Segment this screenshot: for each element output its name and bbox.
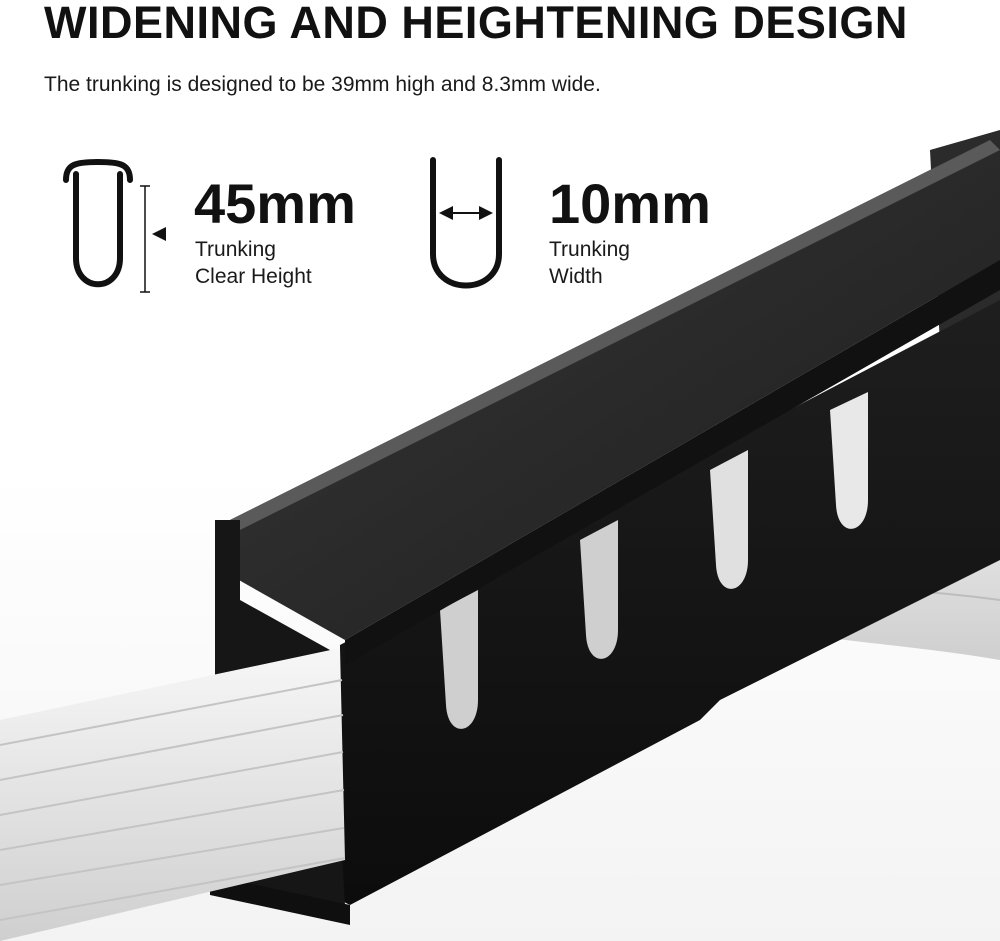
subtitle: The trunking is designed to be 39mm high…: [44, 73, 601, 96]
height-label: Trunking Clear Height: [195, 236, 312, 290]
width-label-line2: Width: [549, 265, 603, 288]
page-title: WIDENING AND HEIGHTENING DESIGN: [44, 0, 908, 48]
width-label: Trunking Width: [549, 236, 630, 290]
trunking-cover: [230, 140, 1000, 640]
width-label-line1: Trunking: [549, 238, 630, 261]
width-value: 10mm: [549, 172, 711, 235]
entering-cables: [0, 648, 346, 941]
trunking-mounting-foot: [210, 875, 350, 925]
trunking-cover-front-lip: [345, 260, 1000, 665]
height-label-line1: Trunking: [195, 238, 276, 261]
height-value: 45mm: [194, 172, 356, 235]
trunking-cover-edge: [230, 140, 1000, 530]
trunking-width-icon: [430, 157, 502, 289]
trunking-height-icon: [63, 158, 166, 293]
trunking-slots: [440, 392, 868, 729]
height-label-line2: Clear Height: [195, 265, 312, 288]
